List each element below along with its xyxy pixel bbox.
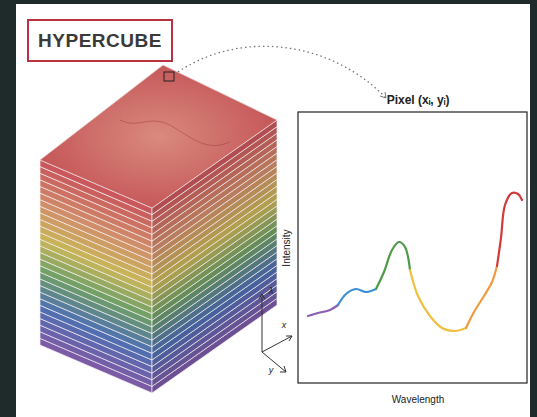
pointer-head	[380, 92, 386, 98]
axis-label: Wavelength	[392, 394, 444, 405]
title-box: HYPERCUBE	[27, 19, 173, 62]
hypercube-stack	[40, 65, 277, 393]
pixel-marker	[164, 72, 174, 81]
spectrum-segment	[497, 193, 522, 266]
axis-letter: y	[269, 366, 274, 376]
axis-letter: λ	[269, 287, 273, 297]
axis-label: Intensity	[281, 229, 292, 266]
axis-letter: x	[282, 321, 287, 331]
plot-title: Pixel (xᵢ, yᵢ)	[387, 94, 450, 107]
plot-frame	[298, 112, 527, 383]
spectrum-curve	[308, 193, 522, 331]
top-face	[40, 65, 277, 208]
white-panel	[16, 4, 530, 417]
spectrum-segment	[338, 289, 376, 305]
spectrum-segment	[308, 305, 338, 316]
tissue-vessel	[120, 120, 230, 146]
spectrum-segment	[410, 270, 466, 331]
dotted-pointer	[178, 46, 386, 98]
xyz-axes	[259, 294, 292, 372]
spectrum-segment	[466, 266, 497, 328]
spectrum-segment	[376, 242, 410, 289]
title-text: HYPERCUBE	[38, 30, 162, 52]
